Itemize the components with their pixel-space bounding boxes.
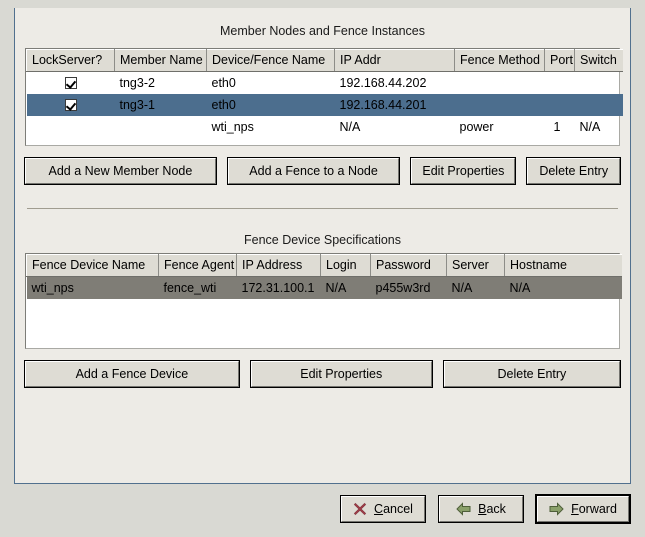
table-header-row: LockServer? Member Name Device/Fence Nam… xyxy=(26,49,623,72)
cell-device-fence-name: eth0 xyxy=(211,75,236,90)
column-header-fence-method[interactable]: Fence Method xyxy=(454,49,545,72)
navigation-toolbar: Cancel Back Forward xyxy=(340,495,630,523)
column-header-fence-device-name[interactable]: Fence Device Name xyxy=(26,254,159,277)
dialog-footer: Cancel Back Forward xyxy=(0,484,645,537)
close-x-icon xyxy=(353,502,367,516)
cell-hostname: N/A xyxy=(504,276,622,299)
cell-login: N/A xyxy=(320,276,371,299)
fence-delete-entry-button[interactable]: Delete Entry xyxy=(442,360,622,388)
cancel-button[interactable]: Cancel xyxy=(340,495,426,523)
cell-member-name xyxy=(115,116,207,138)
cell-ip-addr: 192.168.44.202 xyxy=(339,75,427,90)
cell-lockserver xyxy=(27,116,115,138)
cell-fence-device-name: wti_nps xyxy=(26,276,159,299)
member-edit-properties-button[interactable]: Edit Properties xyxy=(410,157,517,185)
cell-password: p455w3rd xyxy=(370,276,447,299)
cell-fence-method xyxy=(454,93,545,116)
cell-fence-method: power xyxy=(459,119,494,134)
column-header-switch[interactable]: Switch xyxy=(574,49,623,72)
member-delete-entry-button[interactable]: Delete Entry xyxy=(526,157,621,185)
cell-switch xyxy=(575,72,623,94)
column-header-ip-addr[interactable]: IP Addr xyxy=(334,49,455,72)
table-row[interactable]: tng3-1 eth0 192.168.44.201 xyxy=(26,93,623,116)
add-fence-device-button[interactable]: Add a Fence Device xyxy=(24,360,240,388)
content-panel: Member Nodes and Fence Instances LockSer… xyxy=(14,8,631,484)
cell-device-fence-name: wti_nps xyxy=(211,119,254,134)
member-actions-toolbar: Add a New Member Node Add a Fence to a N… xyxy=(24,157,621,185)
cell-ip-address: 172.31.100.1 xyxy=(236,276,321,299)
section-divider xyxy=(27,208,618,209)
fence-actions-toolbar: Add a Fence Device Edit Properties Delet… xyxy=(24,360,622,388)
arrow-left-icon xyxy=(456,502,471,516)
cell-switch: N/A xyxy=(579,119,601,134)
fence-edit-properties-button[interactable]: Edit Properties xyxy=(249,360,433,388)
column-header-port[interactable]: Port xyxy=(544,49,575,72)
table-row[interactable]: wti_nps N/A power 1 N/A xyxy=(27,116,623,138)
column-header-login[interactable]: Login xyxy=(320,254,371,277)
cell-lockserver[interactable] xyxy=(26,93,115,116)
cell-ip-addr: 192.168.44.201 xyxy=(334,93,455,116)
table-header-row: Fence Device Name Fence Agent IP Address… xyxy=(26,254,622,277)
arrow-right-icon xyxy=(549,502,564,516)
column-header-ip-address[interactable]: IP Address xyxy=(236,254,321,277)
cell-switch xyxy=(574,93,623,116)
member-nodes-grid: LockServer? Member Name Device/Fence Nam… xyxy=(26,49,623,138)
forward-button-label: Forward xyxy=(571,502,617,516)
fence-section-caption: Fence Device Specifications xyxy=(243,233,402,247)
column-header-hostname[interactable]: Hostname xyxy=(504,254,622,277)
column-header-password[interactable]: Password xyxy=(370,254,447,277)
fence-devices-grid: Fence Device Name Fence Agent IP Address… xyxy=(26,254,622,299)
cell-port xyxy=(544,93,575,116)
fence-devices-table[interactable]: Fence Device Name Fence Agent IP Address… xyxy=(25,253,622,349)
cell-device-fence-name: eth0 xyxy=(206,93,335,116)
add-new-member-node-button[interactable]: Add a New Member Node xyxy=(24,157,217,185)
cell-port: 1 xyxy=(553,119,561,134)
cell-member-name: tng3-1 xyxy=(114,93,207,116)
lockserver-checkbox[interactable] xyxy=(64,99,77,112)
column-header-lockserver[interactable]: LockServer? xyxy=(26,49,115,72)
table-row[interactable]: tng3-2 eth0 192.168.44.202 xyxy=(27,72,623,94)
back-button-label: Back xyxy=(478,502,506,516)
cell-member-name: tng3-2 xyxy=(119,75,155,90)
cell-port xyxy=(545,72,575,94)
cell-ip-addr: N/A xyxy=(339,119,361,134)
cancel-button-label: Cancel xyxy=(374,502,413,516)
column-header-server[interactable]: Server xyxy=(446,254,505,277)
column-header-member-name[interactable]: Member Name xyxy=(114,49,207,72)
lockserver-checkbox[interactable] xyxy=(64,77,77,90)
add-fence-to-node-button[interactable]: Add a Fence to a Node xyxy=(226,157,401,185)
cell-fence-method xyxy=(455,72,545,94)
back-button[interactable]: Back xyxy=(438,495,524,523)
column-header-device-fence-name[interactable]: Device/Fence Name xyxy=(206,49,335,72)
column-header-fence-agent[interactable]: Fence Agent xyxy=(158,254,237,277)
cell-lockserver[interactable] xyxy=(27,72,115,94)
member-nodes-table[interactable]: LockServer? Member Name Device/Fence Nam… xyxy=(25,48,623,146)
members-section-caption: Member Nodes and Fence Instances xyxy=(220,24,425,38)
table-row[interactable]: wti_nps fence_wti 172.31.100.1 N/A p455w… xyxy=(26,276,622,299)
cell-fence-agent: fence_wti xyxy=(158,276,237,299)
forward-button[interactable]: Forward xyxy=(536,495,630,523)
cell-server: N/A xyxy=(446,276,505,299)
